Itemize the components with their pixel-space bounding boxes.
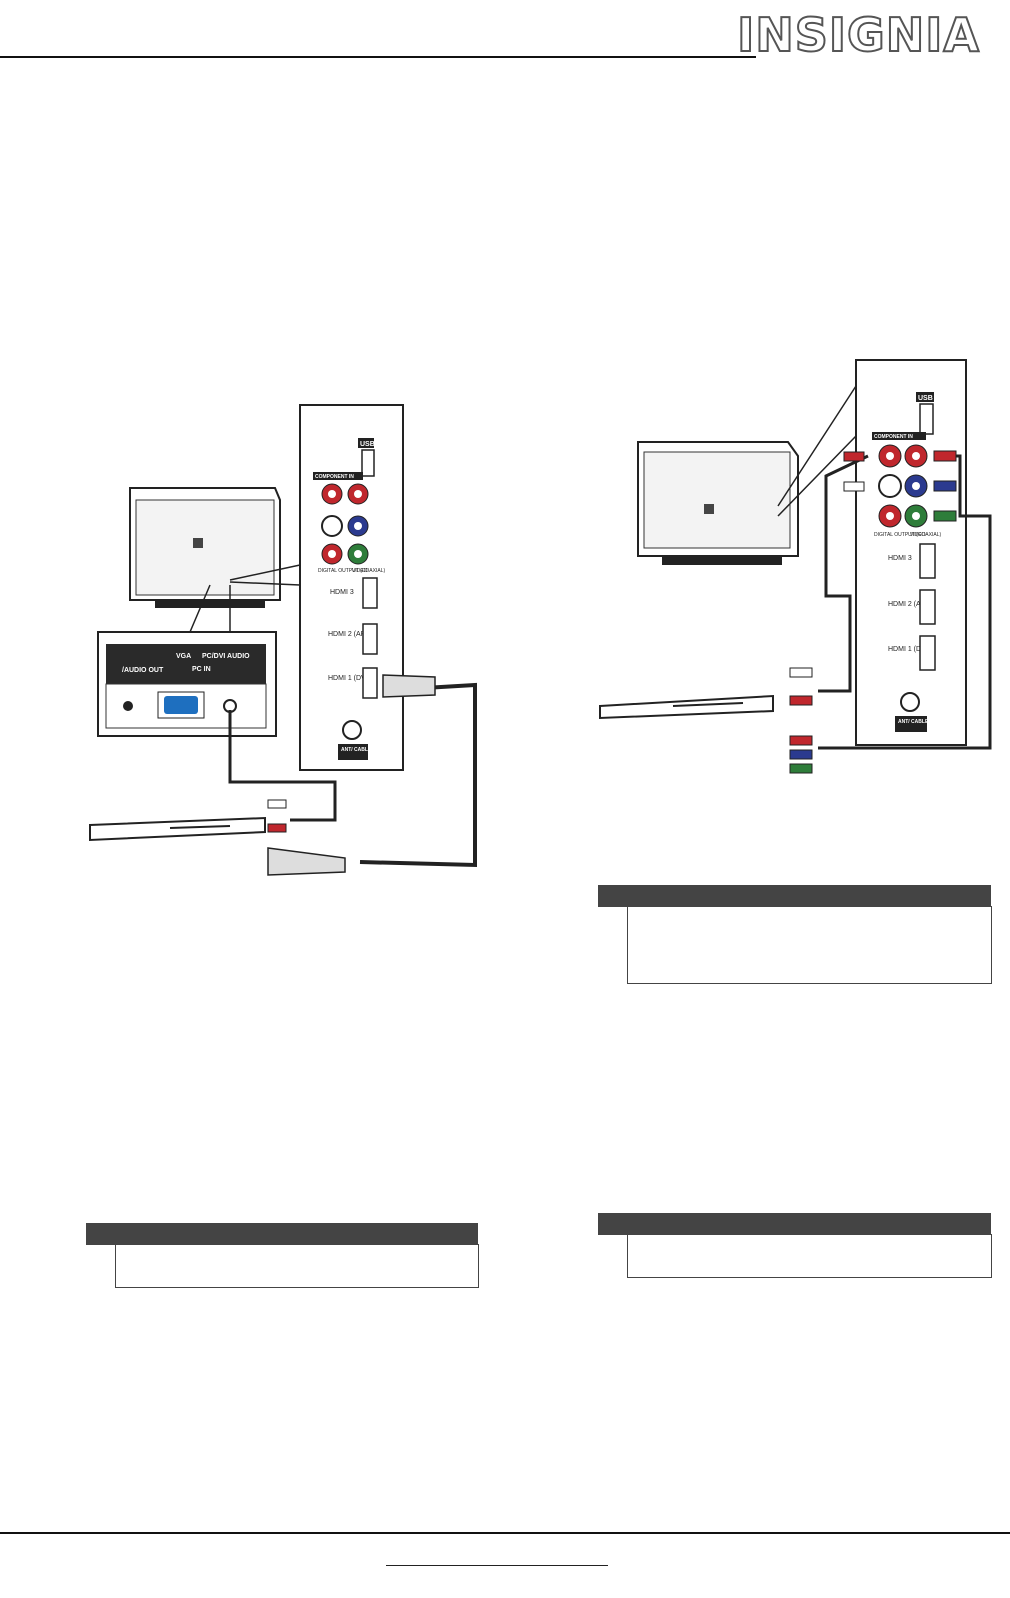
svg-text:HDMI 3: HDMI 3 bbox=[330, 589, 354, 596]
svg-text:ANT/ CABLE IN: ANT/ CABLE IN bbox=[898, 719, 935, 725]
svg-text:HDMI 2 (ARC): HDMI 2 (ARC) bbox=[328, 631, 373, 638]
svg-text:DIGITAL OUTPUT (COAXIAL): DIGITAL OUTPUT (COAXIAL) bbox=[874, 532, 941, 538]
header-rule bbox=[0, 56, 756, 58]
rear-panel-right: USB COMPONENT IN DIGITAL OUTPUT (COAXIAL… bbox=[855, 359, 967, 746]
tv-back-right bbox=[637, 441, 799, 565]
note-bar bbox=[86, 1223, 478, 1245]
rear-panel-left: USB COMPONENT IN DIGITAL OUTPUT (COAXIAL… bbox=[299, 404, 404, 771]
dvd-player-left bbox=[89, 816, 266, 842]
pc-dvi-audio-label: PC/DVI AUDIO bbox=[202, 653, 250, 660]
vga-label: VGA bbox=[176, 653, 191, 660]
footer-rule bbox=[0, 1532, 1010, 1534]
svg-text:VIDEO: VIDEO bbox=[352, 568, 368, 574]
svg-text:USB: USB bbox=[918, 395, 933, 402]
right-connection-diagram: USB COMPONENT IN DIGITAL OUTPUT (COAXIAL… bbox=[599, 359, 992, 774]
pc-in-panel: /AUDIO OUT VGA PC/DVI AUDIO PC IN bbox=[97, 631, 277, 737]
brand-logo: INSIGNIA bbox=[736, 7, 980, 63]
svg-text:COMPONENT IN: COMPONENT IN bbox=[874, 434, 913, 440]
footer-center-rule bbox=[386, 1565, 608, 1566]
tv-back-left bbox=[129, 487, 281, 608]
note-box-right-1 bbox=[598, 885, 992, 984]
audio-out-label: /AUDIO OUT bbox=[122, 667, 164, 674]
svg-text:HDMI 1 (DVI): HDMI 1 (DVI) bbox=[888, 646, 930, 653]
svg-text:VIDEO: VIDEO bbox=[910, 532, 926, 538]
svg-text:HDMI 1 (DVI): HDMI 1 (DVI) bbox=[328, 675, 370, 682]
note-bar bbox=[598, 1213, 991, 1235]
note-bar bbox=[598, 885, 991, 907]
left-connection-diagram: /AUDIO OUT VGA PC/DVI AUDIO PC IN USB CO… bbox=[89, 404, 477, 876]
note-box-left bbox=[86, 1223, 479, 1288]
svg-text:COMPONENT IN: COMPONENT IN bbox=[315, 474, 354, 480]
dvd-player-right bbox=[599, 694, 774, 720]
svg-text:DIGITAL OUTPUT (COAXIAL): DIGITAL OUTPUT (COAXIAL) bbox=[318, 568, 385, 574]
svg-text:HDMI 2 (ARC): HDMI 2 (ARC) bbox=[888, 601, 933, 608]
svg-text:HDMI 3: HDMI 3 bbox=[888, 555, 912, 562]
svg-text:ANT/ CABLE IN: ANT/ CABLE IN bbox=[341, 747, 378, 753]
svg-text:USB: USB bbox=[360, 441, 375, 448]
note-box-right-2 bbox=[598, 1213, 992, 1278]
pc-in-label: PC IN bbox=[192, 666, 211, 673]
